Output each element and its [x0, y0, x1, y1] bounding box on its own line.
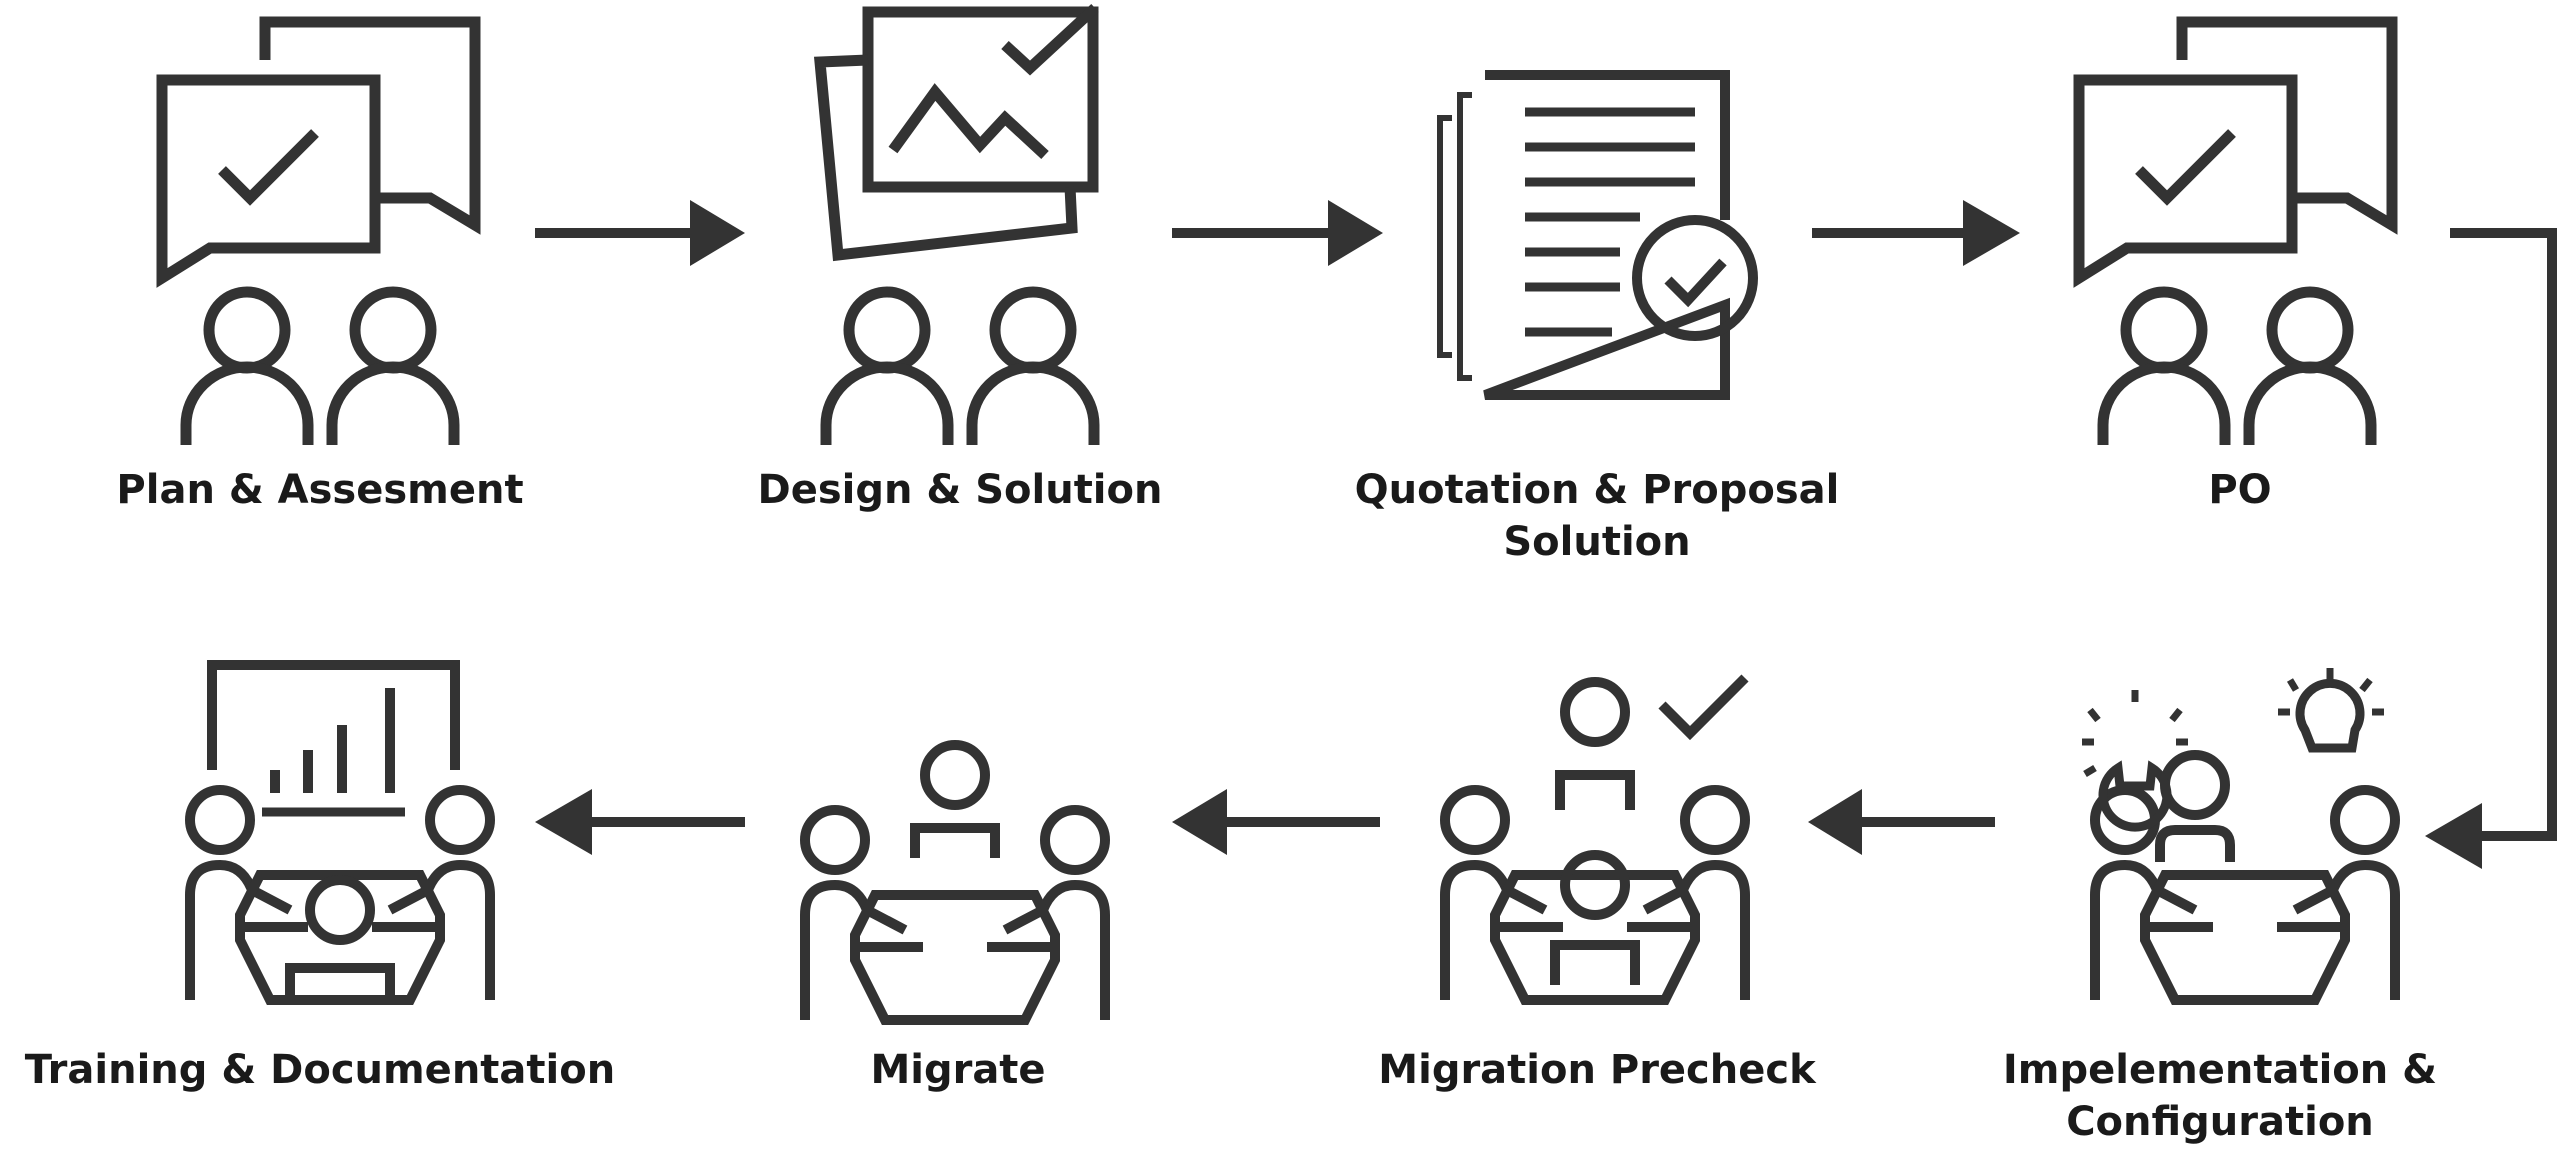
arrow-2-to-3 [1172, 200, 1383, 266]
step-7-icon [805, 740, 1105, 1020]
step-6-icon [1445, 674, 1745, 1000]
step-1-label: Plan & Assesment [116, 467, 524, 513]
step-5-label: Impelementation & Configuration [2002, 1047, 2438, 1145]
step-1-icon [162, 22, 475, 445]
step-3-label: Quotation & Proposal Solution [1354, 467, 1840, 565]
arrow-5-to-6 [1808, 789, 1995, 855]
arrow-1-to-2 [535, 200, 745, 266]
step-5-icon [2082, 668, 2395, 1000]
step-8-label: Training & Documentation [24, 1047, 616, 1093]
step-6-label: Migration Precheck [1378, 1047, 1816, 1093]
step-3-icon [1437, 70, 1758, 400]
arrow-6-to-7 [1172, 789, 1380, 855]
arrow-3-to-4 [1812, 200, 2020, 266]
step-4-icon [2079, 22, 2392, 445]
step-4-label: PO [2208, 467, 2272, 513]
step-7-label: Migrate [870, 1047, 1046, 1093]
step-8-icon [190, 660, 490, 1005]
step-2-label: Design & Solution [757, 467, 1163, 513]
arrow-7-to-8 [535, 789, 745, 855]
step-2-icon [813, 3, 1100, 445]
arrow-4-to-5 [2425, 228, 2557, 869]
